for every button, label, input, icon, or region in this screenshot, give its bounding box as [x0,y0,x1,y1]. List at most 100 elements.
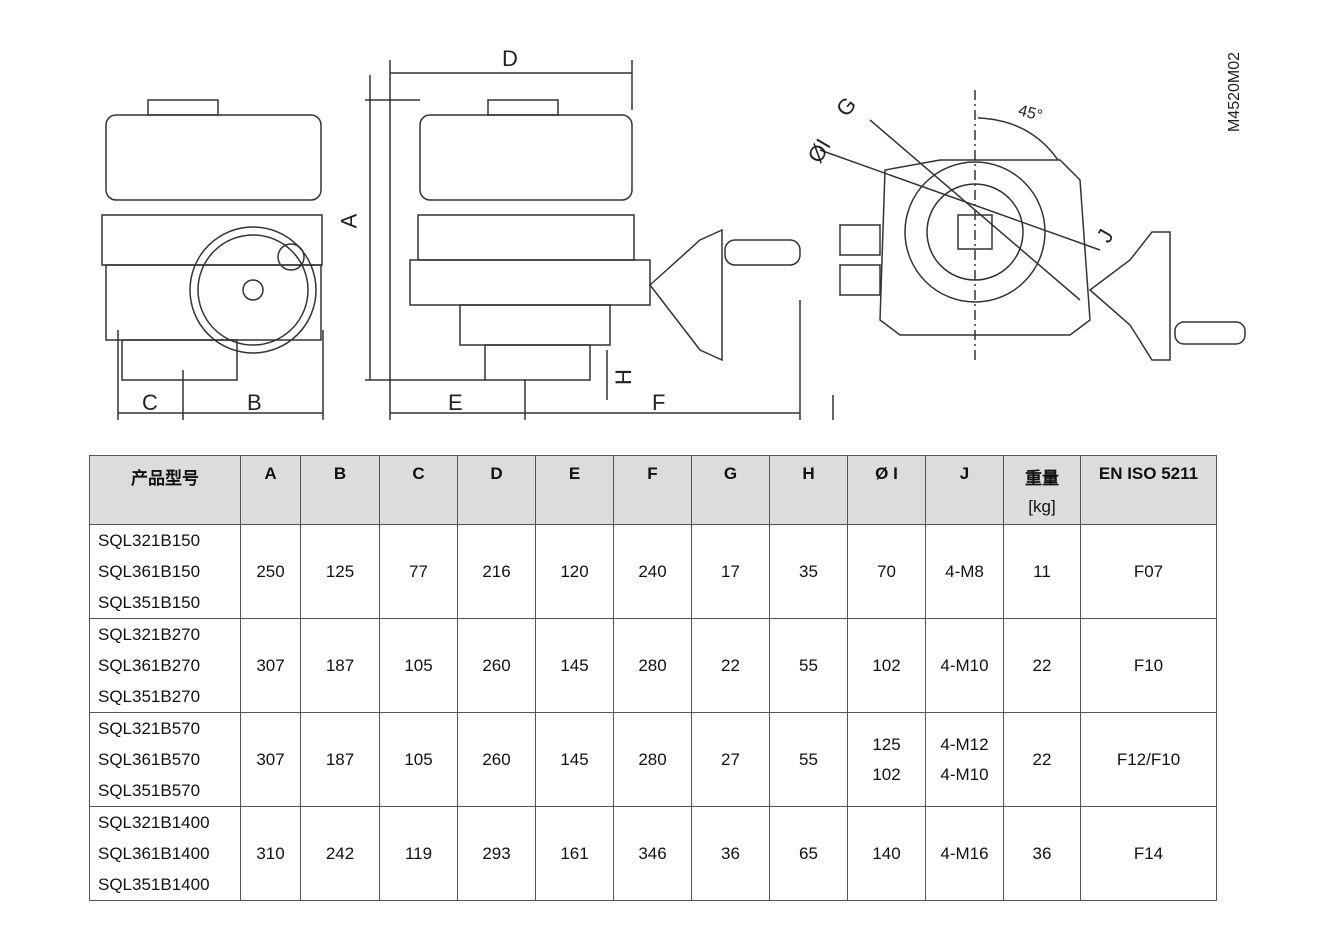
cell-weight: 11 [1003,524,1081,619]
cell-i-value: 70 [877,561,896,581]
cell-i-value: 125 [872,734,901,754]
cell-j: 4-M16 [925,806,1004,901]
cell-i: 140 [847,806,926,901]
cell-c: 105 [379,712,458,807]
table-header-row: 产品型号 A B C D E F G H Ø I J 重量 [kg] EN ISO… [89,455,1217,525]
dimension-drawing: D A C B E F H G ØI J 45° M4520M02 [0,0,1322,440]
cell-d: 260 [457,618,536,713]
cell-a: 310 [240,806,301,901]
model-name: SQL361B570 [98,750,201,769]
side-view-left [101,99,324,420]
dim-label-e: E [448,390,463,415]
dim-label-h: H [610,369,636,385]
cell-f: 346 [613,806,692,901]
cell-f: 280 [613,712,692,807]
header-f: F [613,455,692,525]
cell-a: 307 [240,618,301,713]
cell-g: 22 [691,618,770,713]
model-name: SQL361B1400 [98,844,210,863]
drawing-code: M4520M02 [1226,51,1244,133]
cell-b: 242 [300,806,380,901]
header-b: B [300,455,380,525]
cell-i: 102 [847,618,926,713]
cell-f: 280 [613,618,692,713]
cell-weight: 22 [1003,712,1081,807]
model-name: SQL351B150 [98,593,201,612]
model-name: SQL351B270 [98,687,201,706]
top-view-right [819,90,1246,361]
cell-f: 240 [613,524,692,619]
cell-iso: F14 [1080,806,1217,901]
weight-unit: [kg] [1028,497,1056,516]
cell-i-value: 140 [872,843,901,863]
cell-h: 35 [769,524,848,619]
cell-weight: 22 [1003,618,1081,713]
header-e: E [535,455,614,525]
cell-g: 36 [691,806,770,901]
cell-e: 145 [535,618,614,713]
cell-a: 250 [240,524,301,619]
cell-iso: F10 [1080,618,1217,713]
header-iso: EN ISO 5211 [1080,455,1217,525]
side-view-middle [365,60,834,420]
cell-j-value: 4-M16 [940,843,989,863]
cell-i: 70 [847,524,926,619]
header-d: D [457,455,536,525]
model-name: SQL321B150 [98,531,201,550]
model-name: SQL321B570 [98,719,201,738]
cell-j-value: 4-M10 [940,764,989,784]
cell-h: 55 [769,618,848,713]
cell-j-value: 4-M10 [940,655,989,675]
dim-label-b: B [247,390,262,415]
cell-i-value: 102 [872,764,901,784]
cell-e: 161 [535,806,614,901]
model-name: SQL361B150 [98,562,201,581]
cell-c: 105 [379,618,458,713]
cell-j-value: 4-M12 [940,734,989,754]
cell-a: 307 [240,712,301,807]
cell-j: 4-M12 4-M10 [925,712,1004,807]
model-name: SQL321B1400 [98,813,210,832]
cell-c: 119 [379,806,458,901]
header-j: J [925,455,1004,525]
header-a: A [240,455,301,525]
cell-i: 125 102 [847,712,926,807]
cell-iso: F12/F10 [1080,712,1217,807]
cell-j: 4-M10 [925,618,1004,713]
cell-j: 4-M8 [925,524,1004,619]
header-g: G [691,455,770,525]
cell-h: 55 [769,712,848,807]
header-weight: 重量 [kg] [1003,455,1081,525]
cell-d: 260 [457,712,536,807]
dimension-table: 产品型号 A B C D E F G H Ø I J 重量 [kg] EN ISO… [89,455,1217,901]
cell-e: 120 [535,524,614,619]
dim-label-f: F [652,390,666,415]
cell-b: 125 [300,524,380,619]
actuator-drawing-svg [101,60,1246,420]
header-c: C [379,455,458,525]
model-name: SQL351B1400 [98,875,210,894]
weight-label: 重量 [1025,469,1059,488]
cell-h: 65 [769,806,848,901]
cell-j-value: 4-M8 [945,561,984,581]
header-i: Ø I [847,455,926,525]
cell-g: 27 [691,712,770,807]
cell-g: 17 [691,524,770,619]
cell-d: 216 [457,524,536,619]
dim-label-a: A [336,213,362,229]
model-name: SQL351B570 [98,781,201,800]
cell-i-value: 102 [872,655,901,675]
cell-iso: F07 [1080,524,1217,619]
model-name: SQL361B270 [98,656,201,675]
cell-weight: 36 [1003,806,1081,901]
cell-b: 187 [300,618,380,713]
header-model: 产品型号 [89,455,241,525]
header-h: H [769,455,848,525]
dim-label-c: C [142,390,158,415]
